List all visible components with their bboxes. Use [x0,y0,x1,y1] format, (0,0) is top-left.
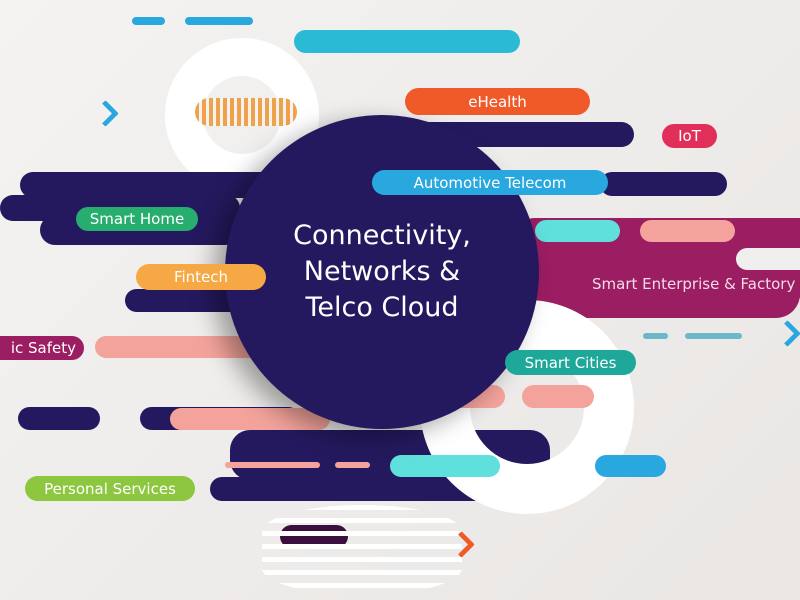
orange-signal-icon [195,98,297,126]
chevron-right-icon [774,320,800,347]
coral-bar [640,220,735,242]
label-automotive-telecom: Automotive Telecom [372,170,608,195]
stripes [262,505,462,595]
white-bar [736,248,800,270]
pink-line [225,462,320,468]
dash [185,17,253,25]
label-personal-services: Personal Services [25,476,195,501]
label-iot: IoT [662,124,717,148]
navy-bar [18,407,100,430]
navy-bar [210,477,490,501]
center-circle: Connectivity, Networks & Telco Cloud [225,115,539,429]
dash [685,333,742,339]
pink-line [335,462,370,468]
center-title-line1: Connectivity, [293,220,471,251]
coral-bar [522,385,594,408]
label-smart-cities: Smart Cities [505,350,636,375]
label-smart-enterprise: Smart Enterprise & Factory [592,275,796,293]
label-ehealth: eHealth [405,88,590,115]
coral-bar [170,408,330,430]
label-public-safety: ic Safety [0,336,84,360]
navy-bar [600,172,727,196]
blue-bar [595,455,666,477]
center-title-line2: Networks & [303,256,461,287]
dash [643,333,668,339]
label-fintech: Fintech [136,264,266,290]
cyan-bar [294,30,520,53]
aqua-bar [390,455,500,477]
chevron-right-icon [92,100,119,127]
aqua-bar [535,220,620,242]
dash [132,17,165,25]
label-smart-home: Smart Home [76,207,198,231]
center-title-line3: Telco Cloud [305,292,459,323]
